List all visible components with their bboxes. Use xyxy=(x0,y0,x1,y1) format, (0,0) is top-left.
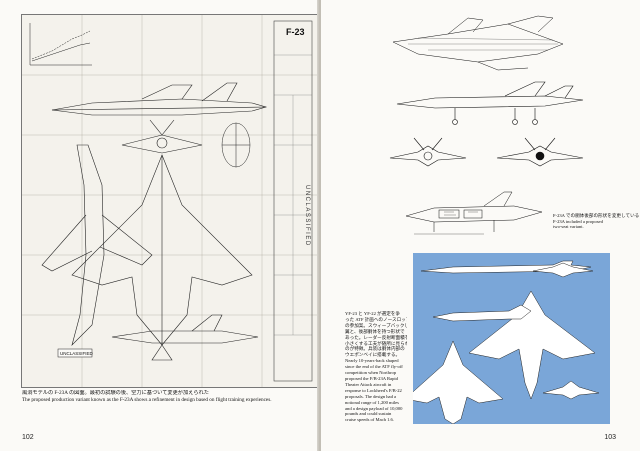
performance-graph xyxy=(29,23,92,66)
side-view-drawing xyxy=(396,81,584,125)
blue-front-view xyxy=(532,262,594,278)
body-line: competition when Northrop xyxy=(345,370,397,376)
body-line: YF-23 と YF-22 が選定を争 xyxy=(345,311,401,316)
page-number-right: 103 xyxy=(604,434,616,441)
perspective-drawing xyxy=(392,15,564,71)
body-line: cruise speeds of Mach 1.6. xyxy=(345,417,394,423)
right-body-text: YF-23 と YF-22 が選定を争 った ATF 計画へのノースロップ社 の… xyxy=(345,311,407,423)
body-line: あった。レーダー反射断面積を xyxy=(345,334,407,340)
f23-note-japanese: F-23A での胴体後部の形状を変更している xyxy=(553,213,640,218)
label-box xyxy=(57,348,93,358)
left-caption: 風洞モデルの F-23A の図面。最初の試験の後、空力に基づいて変更が加えられた… xyxy=(22,390,312,404)
page-number-left: 102 xyxy=(22,434,34,441)
side-view-aircraft xyxy=(51,82,268,116)
blueprint-drawing: F-23 UNCLASSIFIED xyxy=(21,14,319,388)
lower-side-view xyxy=(111,314,259,344)
body-line: 小さくする工夫が随所に見られる xyxy=(345,340,407,346)
body-line: proposed the F/B-23A Rapid xyxy=(345,375,398,381)
front-view-aircraft xyxy=(121,119,203,154)
label-box-text: UNCLASSIFIED xyxy=(60,351,94,356)
blueprint-svg: F-23 UNCLASSIFIED xyxy=(22,15,318,387)
f23-note-english-1: F-23A included a proposed xyxy=(553,218,603,224)
body-line: response to Lockheed's F/B-22 xyxy=(345,387,402,393)
body-line: Theater Attack aircraft in xyxy=(345,381,392,387)
body-line: 翼と、後部胴体を持つ形状で xyxy=(345,328,405,334)
title-block-lines xyxy=(274,54,312,336)
body-line: ウエポンベイに搭載する。 xyxy=(345,352,401,358)
blueprint-stamp: UNCLASSIFIED xyxy=(304,185,310,247)
blueprint-logo: F-23 xyxy=(286,27,305,37)
body-line: った ATF 計画へのノースロップ社 xyxy=(345,316,407,322)
body-line: since the end of the ATF fly-off xyxy=(345,364,403,370)
cutaway-drawing xyxy=(405,191,543,235)
body-line: Nearly 10-years-back shaped xyxy=(345,358,399,364)
book-gutter xyxy=(317,0,323,451)
left-page: F-23 UNCLASSIFIED xyxy=(0,0,319,451)
front-view-right-drawing xyxy=(496,137,584,167)
body-line: proposals. The design had a xyxy=(345,393,397,399)
blue-planform-top xyxy=(468,290,596,400)
body-line: pounds and could sustain xyxy=(345,411,392,417)
blue-small-front-view xyxy=(542,380,600,400)
body-line: and a design payload of 10,000 xyxy=(345,405,403,411)
caption-english: The proposed production variant known as… xyxy=(22,397,272,403)
front-view-left-drawing xyxy=(389,137,467,167)
blueprint-grid xyxy=(22,15,318,387)
radar-detail xyxy=(221,122,251,168)
f23-note-english-2: two-seat variant. xyxy=(553,224,584,230)
f23-variant-note: F-23A での胴体後部の形状を変更している F-23A included a … xyxy=(553,213,639,230)
body-line: の参加案。スウィープバックした主 xyxy=(345,322,407,328)
blue-panel-svg xyxy=(404,260,600,425)
caption-japanese: 風洞モデルの F-23A の図面。最初の試験の後、空力に基づいて変更が加えられた xyxy=(22,390,209,396)
blue-illustration-panel xyxy=(404,253,610,425)
body-line: のが特徴。兵装は胴体内部の xyxy=(345,346,405,352)
blue-planform-mid xyxy=(432,304,532,322)
top-view-aircraft xyxy=(41,144,153,347)
title-block xyxy=(273,20,313,382)
planform-aircraft xyxy=(71,154,253,361)
body-line: notional range of 1,200 miles xyxy=(345,399,399,405)
